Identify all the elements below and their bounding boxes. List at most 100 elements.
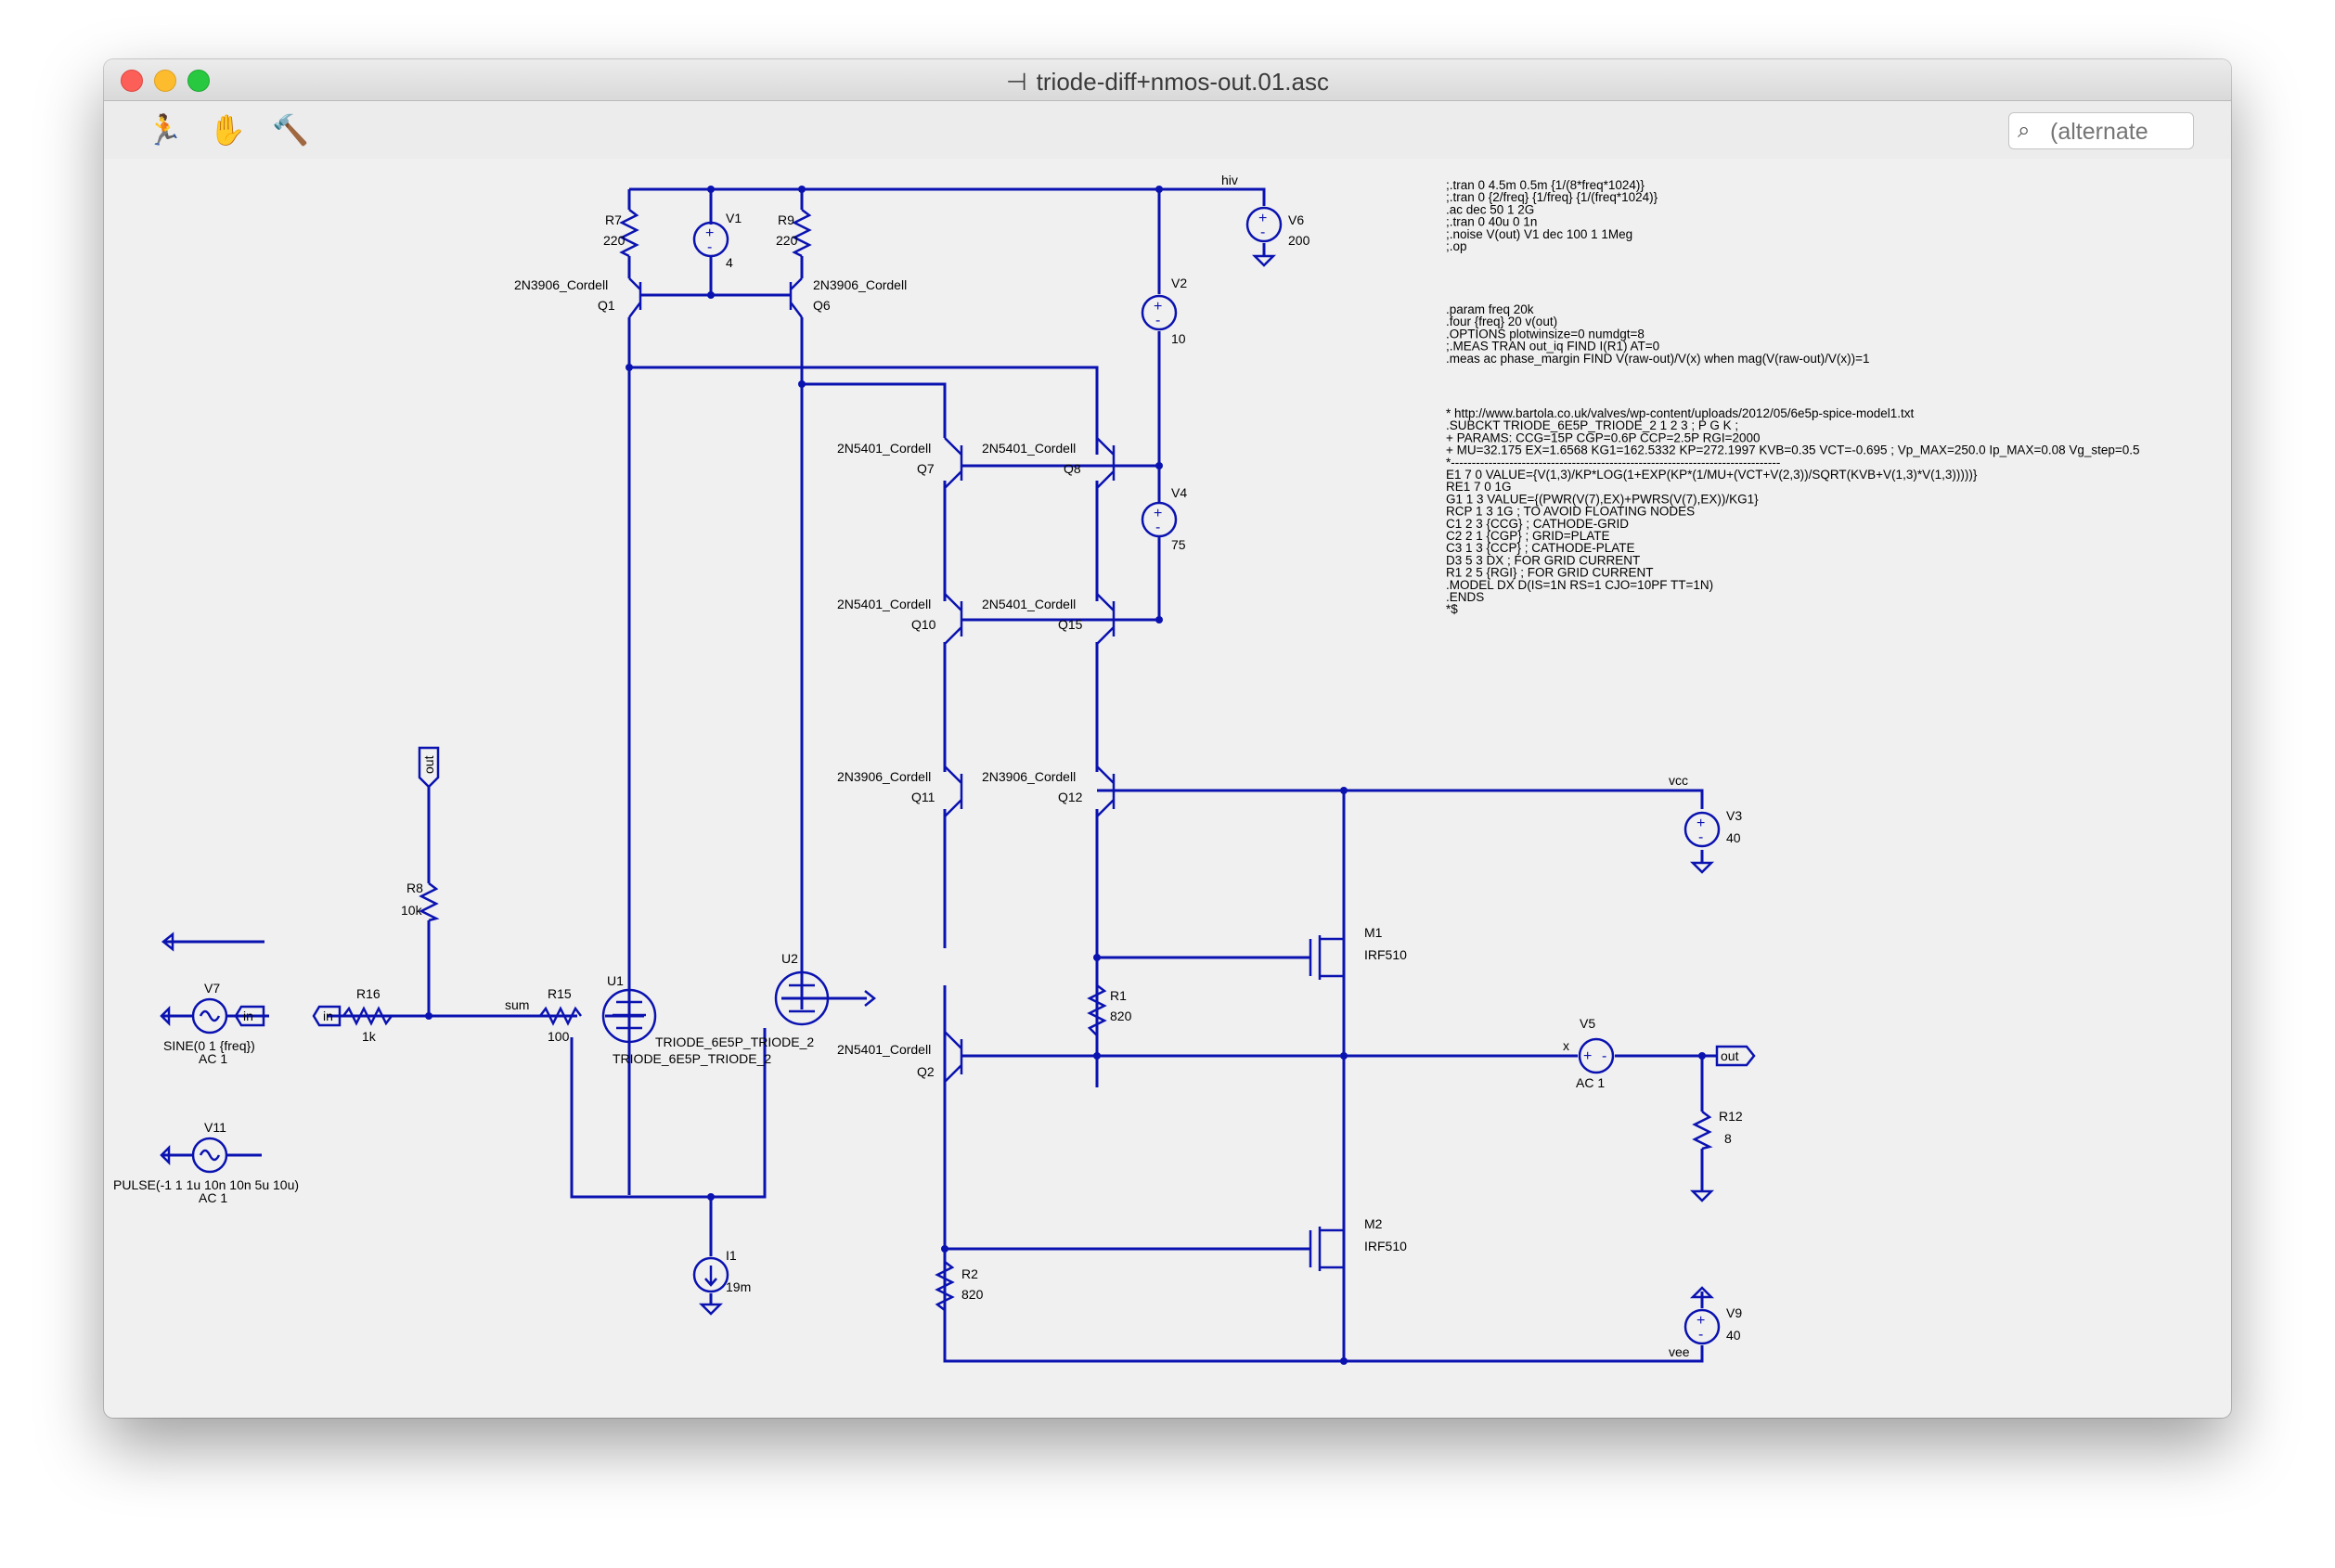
transistor-q15[interactable]: 2N5401_Cordell Q15	[982, 593, 1116, 645]
voltage-source-v1[interactable]: + - V1 4	[692, 211, 742, 270]
q7-name: Q7	[917, 461, 935, 476]
directive-line: + PARAMS: CCG=15P CGP=0.6P CCP=2.5P RGI=…	[1446, 431, 1761, 444]
transistor-q2[interactable]: 2N5401_Cordell Q2	[837, 1031, 963, 1083]
v9-value: 40	[1726, 1328, 1741, 1343]
directive-line: *---------------------------------------…	[1446, 456, 1780, 469]
zoom-button[interactable]	[187, 70, 210, 92]
v9-name: V9	[1726, 1305, 1742, 1320]
schematic-canvas[interactable]: R7 220 R9 220 + - V1 4 2N3906_Cordell	[104, 160, 2231, 1418]
voltage-source-v4[interactable]: + - V4 75	[1141, 485, 1187, 552]
resistor-r2[interactable]: R2 820	[935, 1261, 984, 1361]
voltage-source-v2[interactable]: + - V2 10	[1141, 276, 1187, 346]
r16-value: 1k	[362, 1029, 377, 1044]
r2-name: R2	[961, 1266, 978, 1281]
v7-value: SINE(0 1 {freq})	[163, 1038, 255, 1053]
r7-name: R7	[605, 212, 622, 227]
minimize-button[interactable]	[154, 70, 176, 92]
svg-text:-: -	[1260, 225, 1265, 240]
v4-value: 75	[1171, 537, 1186, 552]
net-port-out-right[interactable]: out	[1715, 1045, 1756, 1067]
current-source-i1[interactable]: I1 19m	[692, 1248, 751, 1316]
svg-text:-: -	[707, 239, 712, 255]
directive-line: .MODEL DX D(IS=1N RS=1 CJO=10PF TT=1N)	[1446, 578, 1713, 592]
resistor-r12[interactable]: R12 8	[1689, 1109, 1743, 1202]
q12-model: 2N3906_Cordell	[982, 769, 1076, 784]
r9-name: R9	[778, 212, 794, 227]
spice-directives-params[interactable]: .param freq 20k.four {freq} 20 v(out).OP…	[1446, 302, 1870, 366]
v5-value: AC 1	[1576, 1075, 1605, 1090]
r15-name: R15	[548, 986, 572, 1001]
spice-directives-sim[interactable]: ;.tran 0 4.5m 0.5m {1/(8*freq*1024)};.tr…	[1446, 178, 1658, 253]
v5-name: V5	[1580, 1016, 1595, 1031]
net-port-out-top[interactable]: out	[418, 746, 440, 789]
net-sum-label: sum	[505, 997, 529, 1012]
transistor-q12[interactable]: 2N3906_Cordell Q12	[982, 765, 1116, 817]
voltage-source-v9[interactable]: + - V9 40 vee	[1669, 1286, 1742, 1359]
directive-line: .ac dec 50 1 2G	[1446, 202, 1534, 216]
directive-line: C1 2 3 {CCG} ; CATHODE-GRID	[1446, 517, 1629, 531]
resistor-r15[interactable]: R15 100 sum	[505, 986, 582, 1044]
directive-line: E1 7 0 VALUE={V(1,3)/KP*LOG(1+EXP(KP*(1/…	[1446, 468, 1978, 482]
q8-model: 2N5401_Cordell	[982, 441, 1076, 456]
r15-value: 100	[548, 1029, 570, 1044]
hand-icon[interactable]: ✋	[209, 113, 246, 147]
net-x-label: x	[1563, 1038, 1569, 1053]
r8-value: 10k	[401, 903, 423, 918]
u2-name: U2	[781, 951, 798, 966]
search-input[interactable]	[2048, 117, 2191, 147]
resistor-r16[interactable]: R16 1k	[342, 986, 393, 1044]
u2-model: TRIODE_6E5P_TRIODE_2	[655, 1035, 814, 1049]
search-field[interactable]: ⌕	[2008, 112, 2194, 149]
q15-name: Q15	[1058, 617, 1083, 632]
transistor-q7[interactable]: 2N5401_Cordell Q7	[837, 437, 963, 489]
resistor-r7[interactable]: R7 220	[603, 209, 639, 258]
resistor-r9[interactable]: R9 220	[776, 209, 812, 258]
v1-name: V1	[726, 211, 742, 225]
q7-model: 2N5401_Cordell	[837, 441, 931, 456]
hammer-icon[interactable]: 🔨	[272, 113, 309, 147]
v11-ac: AC 1	[199, 1190, 227, 1205]
transistor-q1[interactable]: 2N3906_Cordell Q1	[514, 277, 642, 318]
r12-name: R12	[1719, 1109, 1743, 1124]
svg-text:-: -	[1155, 520, 1160, 535]
net-port-in[interactable]: in	[312, 1005, 342, 1027]
u1-name: U1	[607, 973, 624, 988]
triode-u2[interactable]: U2 TRIODE_6E5P_TRIODE_2	[655, 951, 877, 1049]
close-button[interactable]	[121, 70, 143, 92]
transistor-q6[interactable]: 2N3906_Cordell Q6	[789, 277, 907, 318]
q1-name: Q1	[598, 298, 615, 313]
u1-model: TRIODE_6E5P_TRIODE_2	[613, 1051, 771, 1066]
mosfet-m2[interactable]: M2 IRF510	[1309, 1087, 1407, 1271]
window-title: ⊣triode-diff+nmos-out.01.asc	[104, 68, 2231, 96]
r16-name: R16	[356, 986, 381, 1001]
v6-value: 200	[1288, 233, 1310, 248]
svg-text:-: -	[1155, 313, 1160, 328]
mosfet-m1[interactable]: M1 IRF510	[1309, 925, 1407, 980]
transistor-q10[interactable]: 2N5401_Cordell Q10	[837, 593, 963, 645]
junction-dots	[425, 186, 1706, 1365]
directive-line: .SUBCKT TRIODE_6E5P_TRIODE_2 1 2 3 ; P G…	[1446, 418, 1738, 432]
directive-line: .four {freq} 20 v(out)	[1446, 315, 1557, 328]
voltage-source-v7[interactable]: in V7 SINE(0 1 {freq}) AC 1	[160, 981, 265, 1066]
voltage-source-v3[interactable]: + - V3 40 vcc	[1669, 773, 1742, 874]
q1-model: 2N3906_Cordell	[514, 277, 608, 292]
resistor-r1[interactable]: R1 820	[1087, 984, 1132, 1036]
directive-line: G1 1 3 VALUE={(PWR(V(7),EX)+PWRS(V(7),EX…	[1446, 492, 1759, 506]
voltage-source-v11[interactable]: V11 PULSE(-1 1 1u 10n 10n 5u 10u) AC 1	[113, 1120, 299, 1205]
svg-text:-: -	[1698, 829, 1703, 845]
transistor-q8[interactable]: 2N5401_Cordell Q8	[982, 437, 1116, 489]
schematic-drawing[interactable]: R7 220 R9 220 + - V1 4 2N3906_Cordell	[104, 160, 2231, 1418]
run-icon[interactable]: 🏃	[146, 113, 183, 147]
transistor-q11[interactable]: 2N3906_Cordell Q11	[837, 765, 963, 817]
voltage-source-v6[interactable]: + - V6 200 hiv	[1221, 173, 1310, 267]
r9-value: 220	[776, 233, 798, 248]
net-hiv-label: hiv	[1221, 173, 1238, 187]
triode-u1[interactable]: U1 TRIODE_6E5P_TRIODE_2	[601, 973, 771, 1066]
v11-value: PULSE(-1 1 1u 10n 10n 5u 10u)	[113, 1177, 299, 1192]
voltage-source-v5[interactable]: + - V5 AC 1 x	[1563, 1016, 1615, 1090]
v6-name: V6	[1288, 212, 1304, 227]
directive-line: .meas ac phase_margin FIND V(raw-out)/V(…	[1446, 352, 1870, 366]
spice-directives-subckt[interactable]: * http://www.bartola.co.uk/valves/wp-con…	[1446, 406, 2140, 616]
schematic-file-icon: ⊣	[1006, 68, 1027, 96]
resistor-r8[interactable]: R8 10k	[401, 880, 440, 922]
